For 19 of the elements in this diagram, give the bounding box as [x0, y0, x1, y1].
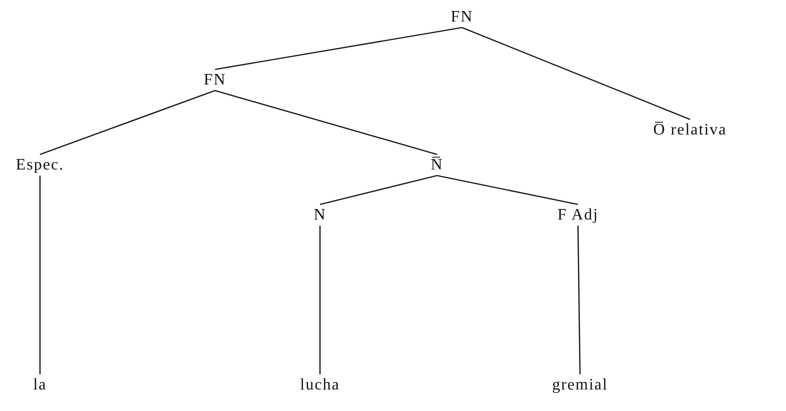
tree-node-label: N	[314, 205, 326, 225]
tree-node-label: O̅ relativa	[653, 120, 727, 140]
tree-branch-line	[436, 175, 578, 205]
tree-branch-line	[577, 226, 581, 374]
tree-branch-line	[462, 27, 690, 120]
tree-node-label: F Adj	[558, 205, 598, 225]
tree-node-label: N̅	[430, 155, 444, 175]
tree-branch-line	[319, 226, 321, 374]
tree-branch-line	[214, 90, 438, 155]
tree-branch-line	[320, 175, 438, 205]
tree-node-label: Espec.	[16, 155, 64, 175]
tree-branch-line	[214, 27, 462, 70]
tree-node-label: FN	[204, 70, 226, 90]
tree-node-label: gremial	[552, 375, 608, 395]
tree-node-label: lucha	[300, 375, 340, 395]
tree-branch-line	[40, 90, 216, 155]
tree-node-label: FN	[450, 7, 474, 27]
tree-node-label: la	[33, 375, 47, 395]
tree-branch-line	[39, 176, 41, 374]
